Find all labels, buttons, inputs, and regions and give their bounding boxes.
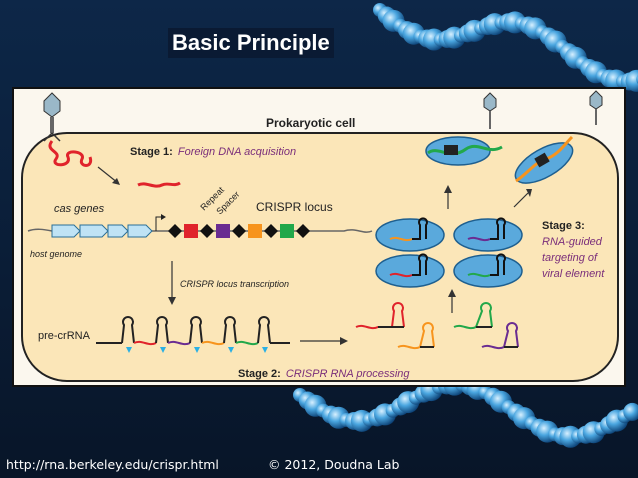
host-genome-label: host genome <box>30 249 82 259</box>
crispr-locus-label: CRISPR locus <box>256 200 333 214</box>
phage-icon-3 <box>589 90 603 125</box>
cas-genes <box>51 224 153 238</box>
source-url: http://rna.berkeley.edu/crispr.html <box>6 457 219 472</box>
pre-crrna <box>96 316 290 353</box>
phage-icon-2 <box>483 92 497 129</box>
processed-crrnas <box>355 302 519 350</box>
stage1-label: Stage 1: Foreign DNA acquisition <box>130 146 296 158</box>
prokaryotic-cell <box>21 132 619 382</box>
helix-bead <box>623 402 638 421</box>
viral-dna <box>48 140 93 167</box>
cas-genes-label: cas genes <box>54 203 105 215</box>
cell-label: Prokaryotic cell <box>266 116 355 130</box>
crispr-figure: Prokaryotic cell Stage 1: Foreign DNA ac… <box>12 87 626 387</box>
pre-crrna-label: pre-crRNA <box>38 330 91 342</box>
viral-targeting <box>425 135 574 184</box>
transcription-label: CRISPR locus transcription <box>180 279 289 289</box>
crispr-array <box>168 224 310 238</box>
slide-title: Basic Principle <box>168 28 334 58</box>
arrow <box>97 166 119 184</box>
viral-fragment <box>137 181 181 188</box>
targeting-arrow-2 <box>513 192 529 208</box>
stage2-label: Stage 2: CRISPR RNA processing <box>238 368 410 380</box>
helix-bead <box>625 69 638 92</box>
stage3-label: Stage 3: RNA-guided targeting of viral e… <box>542 220 605 280</box>
crispr-diagram: Prokaryotic cell Stage 1: Foreign DNA ac… <box>21 90 619 382</box>
phage-icon <box>43 92 61 142</box>
cascade-complexes <box>375 217 523 288</box>
credit-text: © 2012, Doudna Lab <box>268 457 400 472</box>
